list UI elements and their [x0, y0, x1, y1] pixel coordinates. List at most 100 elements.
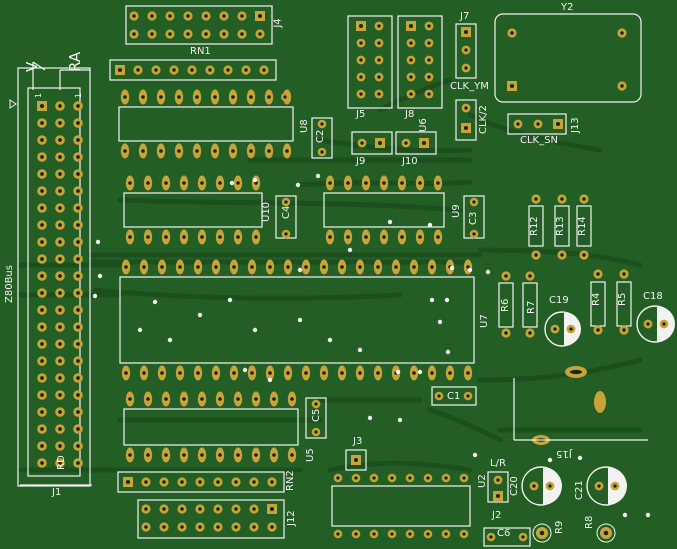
pad-hole	[304, 265, 308, 269]
pad-hole	[427, 92, 431, 96]
pad-hole	[340, 371, 344, 375]
pad-hole	[231, 149, 235, 153]
pad-hole	[409, 58, 413, 62]
pad-hole	[314, 430, 318, 434]
pad-hole	[364, 235, 368, 239]
pad-hole	[58, 138, 62, 142]
via	[397, 417, 403, 423]
rn2-outline	[117, 471, 285, 493]
pad-hole	[76, 257, 80, 261]
label-j15: J15	[556, 448, 572, 459]
pad-hole	[164, 235, 168, 239]
via	[137, 327, 143, 333]
pad-hole	[603, 530, 609, 536]
pad-hole	[40, 257, 44, 261]
via	[252, 177, 258, 183]
j15-pad	[594, 391, 606, 413]
pad-hole	[528, 274, 532, 278]
pad-hole	[58, 104, 62, 108]
via	[267, 377, 273, 383]
pad-hole	[40, 223, 44, 227]
label-c18: C18	[643, 291, 663, 302]
pad-hole	[548, 484, 552, 488]
pad-hole	[76, 359, 80, 363]
pad-hole	[466, 394, 470, 398]
pad-hole	[390, 532, 394, 536]
pad-hole	[40, 138, 44, 142]
pad-hole	[40, 155, 44, 159]
via	[297, 267, 303, 273]
pad-hole	[394, 265, 398, 269]
pad-hole	[569, 327, 573, 331]
pad-hole	[58, 291, 62, 295]
pad-hole	[76, 240, 80, 244]
pad-hole	[622, 272, 626, 276]
copper-trace	[427, 407, 503, 443]
pad-hole	[40, 274, 44, 278]
pad-hole	[160, 265, 164, 269]
pad-hole	[182, 397, 186, 401]
pad-hole	[359, 58, 363, 62]
pad-hole	[150, 14, 154, 18]
label-r8: R8	[584, 515, 595, 529]
pad-hole	[172, 68, 176, 72]
via	[427, 222, 433, 228]
pad-hole	[596, 272, 600, 276]
label-rn1: RN1	[190, 46, 211, 57]
pad-hole	[236, 453, 240, 457]
label-c20: C20	[509, 476, 520, 496]
resistor-outline	[522, 282, 538, 328]
via	[437, 319, 443, 325]
pad-hole	[164, 397, 168, 401]
pad-hole	[539, 530, 545, 536]
via	[472, 452, 478, 458]
pad-hole	[408, 532, 412, 536]
label-r6: R6	[500, 298, 511, 312]
pad-hole	[240, 32, 244, 36]
pad-hole	[162, 507, 166, 511]
pad-hole	[40, 189, 44, 193]
via	[252, 327, 258, 333]
u5-outline	[123, 408, 299, 446]
label-c3: C3	[468, 211, 479, 225]
resistor-outline	[528, 205, 544, 247]
pad-hole	[532, 484, 536, 488]
label-j13: J13	[570, 117, 581, 133]
pad-hole	[76, 206, 80, 210]
pad-hole	[195, 149, 199, 153]
pad-hole	[58, 206, 62, 210]
label-y2: Y2	[561, 2, 574, 13]
label-v: V	[23, 61, 41, 72]
pad-hole	[76, 393, 80, 397]
pad-hole	[168, 32, 172, 36]
pad-hole	[464, 48, 468, 52]
pad-hole	[510, 31, 514, 35]
via	[367, 415, 373, 421]
pad-hole	[377, 75, 381, 79]
pad-hole	[178, 371, 182, 375]
pad-hole	[146, 235, 150, 239]
via	[387, 219, 393, 225]
c6-outline	[483, 527, 531, 547]
pad-hole	[76, 223, 80, 227]
pad-hole	[222, 32, 226, 36]
label-j12: J12	[286, 510, 297, 526]
via	[577, 455, 583, 461]
pad-hole	[76, 427, 80, 431]
via	[645, 512, 651, 518]
j9-outline	[351, 131, 393, 155]
pad-hole	[142, 265, 146, 269]
pad-hole	[412, 371, 416, 375]
pad-hole	[364, 181, 368, 185]
v-marker2	[32, 61, 46, 71]
pad-hole	[560, 253, 564, 257]
pad-hole	[376, 265, 380, 269]
pad-hole	[123, 95, 127, 99]
pad-hole	[418, 181, 422, 185]
pad-hole	[40, 172, 44, 176]
pad-hole	[40, 104, 44, 108]
pad-hole	[58, 427, 62, 431]
pad-hole	[144, 507, 148, 511]
pad-hole	[267, 95, 271, 99]
